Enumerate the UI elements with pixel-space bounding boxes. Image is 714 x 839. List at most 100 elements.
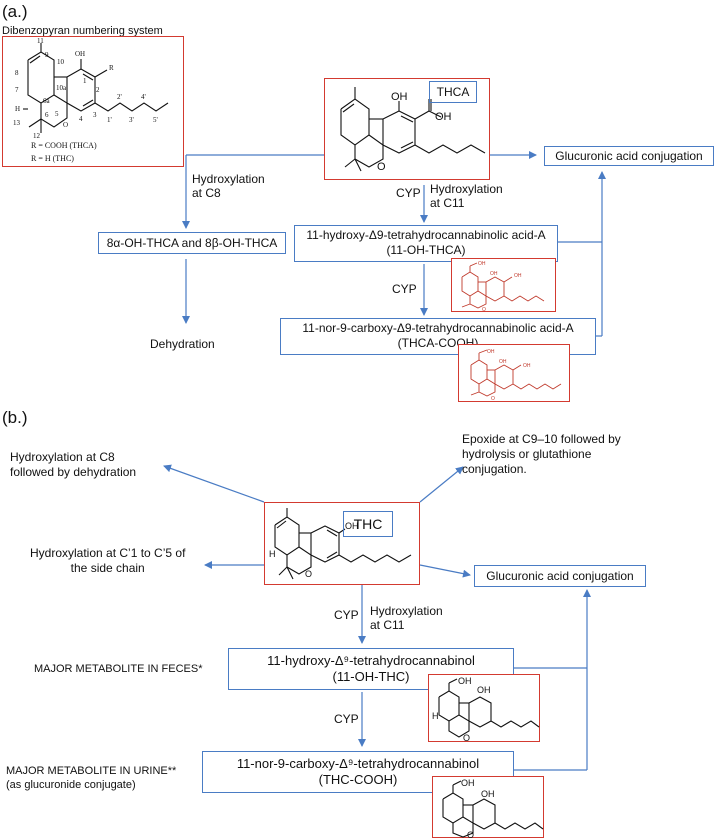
b-11oh-structure-box: OH OH O H (428, 674, 540, 743)
thc-structure (274, 508, 412, 580)
atom-r: R (109, 64, 114, 72)
arrow-b-epoxide (419, 466, 464, 503)
thc-oh: OH (345, 521, 359, 531)
b-cooh-oh2: OH (481, 789, 495, 799)
b-11oh-h: H (432, 711, 439, 721)
a-11oh-structure-box: OH OH OH O (451, 258, 556, 313)
thca-label: THCA (429, 81, 477, 103)
thca-structure (340, 87, 486, 172)
b-cyp-2: CYP (334, 712, 359, 726)
a-cooh-oh3: OH (523, 363, 531, 369)
a-cooh-oh1: OH (487, 349, 495, 355)
b-11oh-name: 11-hydroxy-Δ⁹-tetrahydrocannabinol (267, 653, 475, 668)
b-major-urine: MAJOR METABOLITE IN URINE** (as glucuron… (6, 764, 176, 792)
b-11oh-abbrev: (11-OH-THC) (332, 669, 410, 684)
atom-13: 13 (13, 119, 21, 127)
atom-12: 12 (33, 132, 41, 140)
a-11oh-o: O (482, 307, 486, 313)
a-cyp-2: CYP (392, 282, 417, 296)
thca-structure-box: THCA OH O OH (324, 78, 490, 180)
panel-b-label: (b.) (2, 408, 28, 427)
atom-6a: 6a (43, 97, 51, 105)
atom-o: O (63, 121, 68, 129)
a-11oh-abbrev: (11-OH-THCA) (386, 243, 466, 257)
b-major-feces: MAJOR METABOLITE IN FECES* (34, 663, 203, 675)
thc-o: O (305, 569, 313, 579)
atom-4p: 4' (141, 93, 146, 101)
thca-o: O (377, 161, 386, 173)
b-hydrox-c8-dehyd: Hydroxylation at C8 followed by dehydrat… (10, 450, 137, 479)
a-11oh-structure (461, 262, 545, 309)
numbering-r1: R = COOH (THCA) (31, 141, 97, 150)
a-cooh-name: 11-nor-9-carboxy-Δ9-tetrahydrocannabinol… (302, 321, 574, 335)
a-cooh-oh2: OH (499, 359, 507, 365)
b-cooh-name: 11-nor-9-carboxy-Δ⁹-tetrahydrocannabinol (236, 756, 480, 771)
thc-label: THC (343, 511, 393, 537)
arrow-b-gluc (419, 564, 471, 578)
a-cooh-structure-box: OH OH OH O (458, 344, 570, 402)
a-cooh-o: O (491, 396, 495, 402)
a-11oh-oh1: OH (478, 261, 486, 267)
atom-4: 4 (79, 115, 83, 123)
numbering-r2: R = H (THC) (31, 154, 74, 163)
atom-3: 3 (93, 111, 97, 119)
atom-1: 1 (83, 77, 87, 85)
atom-6: 6 (45, 111, 49, 119)
b-cooh-labels: OH OH O (461, 778, 495, 839)
atom-1p: 1' (107, 116, 112, 124)
b-glucuronic-box: Glucuronic acid conjugation (474, 565, 646, 587)
a-11oh-labels: OH OH OH O (478, 261, 522, 313)
b-cooh-structure-box: OH OH O (432, 776, 544, 839)
thca-cooh-oh: OH (435, 111, 452, 123)
atom-8: 8 (15, 69, 19, 77)
a-8oh-box: 8α-OH-THCA and 8β-OH-THCA (98, 232, 286, 254)
atom-5p: 5' (153, 116, 158, 124)
thc-h: H (269, 549, 276, 559)
atom-7: 7 (15, 86, 19, 94)
b-hydrox-c11: Hydroxylation at C11 (370, 604, 443, 632)
thc-structure-box: THC OH O H (264, 502, 420, 585)
numbering-atom-labels: 11 9 10 8 OH 1 2 R 10a 7 6a 1' 2' 3' 4' … (13, 37, 158, 140)
atom-h: H (15, 105, 20, 113)
b-major-urine-title: MAJOR METABOLITE IN URINE** (6, 765, 177, 777)
a-11oh-oh3: OH (514, 273, 522, 279)
panel-a-label: (a.) (2, 2, 28, 21)
dibenzopyran-structure (23, 43, 169, 133)
atom-2p: 2' (117, 93, 122, 101)
thca-oh: OH (391, 91, 408, 103)
atom-9: 9 (45, 51, 49, 59)
b-cooh-structure (442, 780, 544, 838)
atom-oh: OH (75, 50, 85, 58)
a-dehydration: Dehydration (150, 337, 215, 351)
atom-5: 5 (55, 110, 59, 118)
b-epoxide: Epoxide at C9–10 followed by hydrolysis … (462, 432, 621, 476)
a-cyp-1: CYP (396, 186, 421, 200)
b-cyp-1: CYP (334, 608, 359, 622)
a-11oh-name: 11-hydroxy-Δ9-tetrahydrocannabinolic aci… (306, 228, 546, 242)
b-side-chain: Hydroxylation at C’1 to C’5 of the side … (30, 546, 186, 575)
a-glucuronic-box: Glucuronic acid conjugation (544, 146, 714, 166)
numbering-title: Dibenzopyran numbering system (2, 25, 163, 37)
b-11oh-oh1: OH (458, 676, 472, 686)
b-major-urine-note: (as glucuronide conjugate) (6, 779, 136, 791)
a-cooh-structure (470, 349, 562, 397)
b-cooh-o: O (467, 830, 474, 839)
a-hydrox-c11: Hydroxylation at C11 (430, 182, 503, 210)
numbering-system-box: 11 9 10 8 OH 1 2 R 10a 7 6a 1' 2' 3' 4' … (2, 36, 184, 167)
atom-2: 2 (96, 86, 100, 94)
atom-11: 11 (37, 37, 44, 45)
a-cooh-labels: OH OH OH O (487, 349, 531, 402)
a-11oh-oh2: OH (490, 271, 498, 277)
atom-3p: 3' (129, 116, 134, 124)
atom-10a: 10a (56, 84, 67, 92)
arrow-b-c8 (163, 464, 265, 503)
b-cooh-abbrev: (THC-COOH) (318, 772, 398, 787)
b-11oh-oh2: OH (477, 685, 491, 695)
b-11oh-structure (438, 678, 540, 738)
a-11oh-box: 11-hydroxy-Δ9-tetrahydrocannabinolic aci… (294, 225, 558, 262)
b-11oh-labels: OH OH O H (432, 676, 491, 743)
a-hydrox-c8: Hydroxylation at C8 (192, 172, 265, 200)
atom-10: 10 (57, 58, 65, 66)
b-cooh-oh1: OH (461, 778, 475, 788)
b-11oh-o: O (463, 733, 470, 743)
